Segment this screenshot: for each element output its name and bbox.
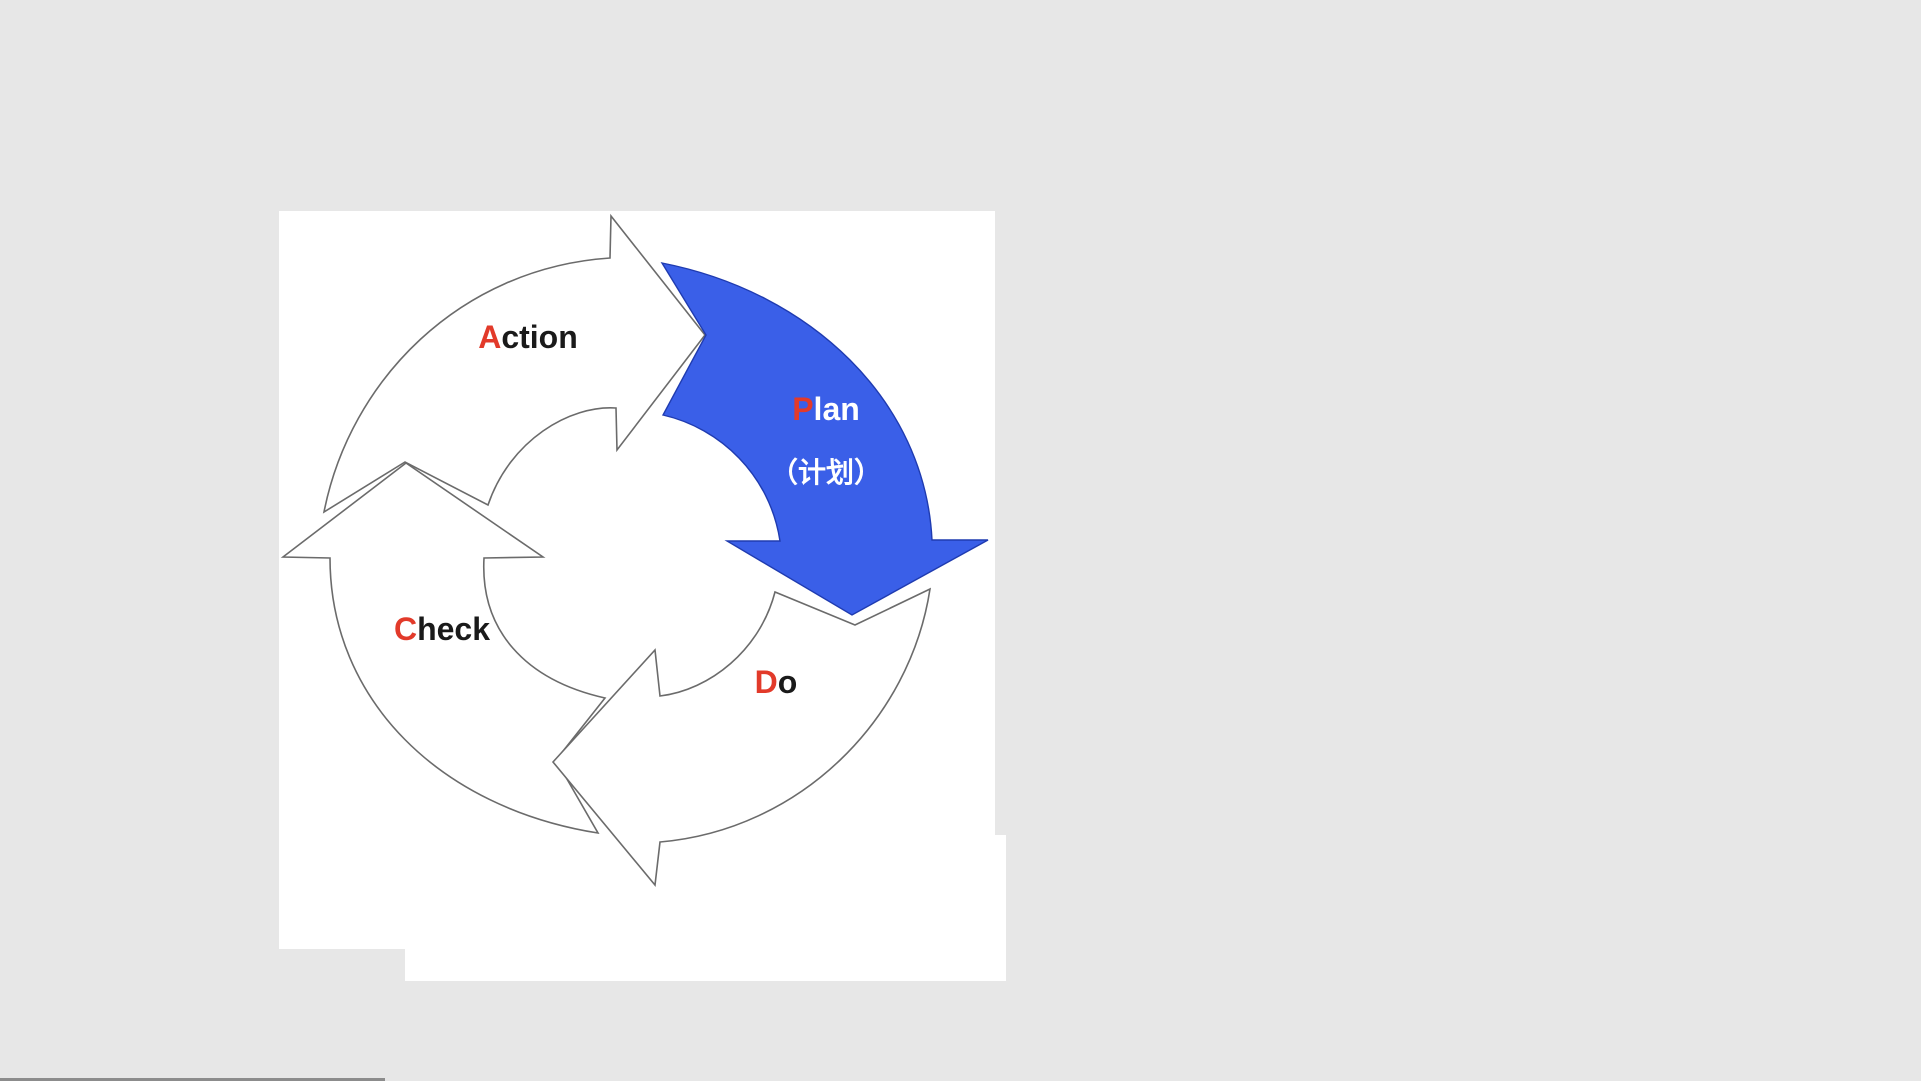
do-arrow (553, 589, 930, 885)
check-arrow (283, 463, 605, 833)
label-action: Action (478, 319, 578, 355)
label-action-initial: A (478, 319, 501, 355)
label-plan-sublabel: （计划） (770, 456, 882, 488)
label-check: Check (394, 611, 490, 647)
action-arrow (324, 216, 705, 512)
label-check-rest: heck (417, 611, 490, 647)
label-plan-initial: P (792, 391, 813, 427)
label-do-rest: o (778, 664, 798, 700)
label-do-initial: D (755, 664, 778, 700)
label-action-rest: ction (501, 319, 577, 355)
label-plan: Plan (792, 391, 860, 427)
label-check-initial: C (394, 611, 417, 647)
plan-arrow (662, 263, 988, 615)
label-plan-rest: lan (814, 391, 860, 427)
label-do: Do (755, 664, 798, 700)
